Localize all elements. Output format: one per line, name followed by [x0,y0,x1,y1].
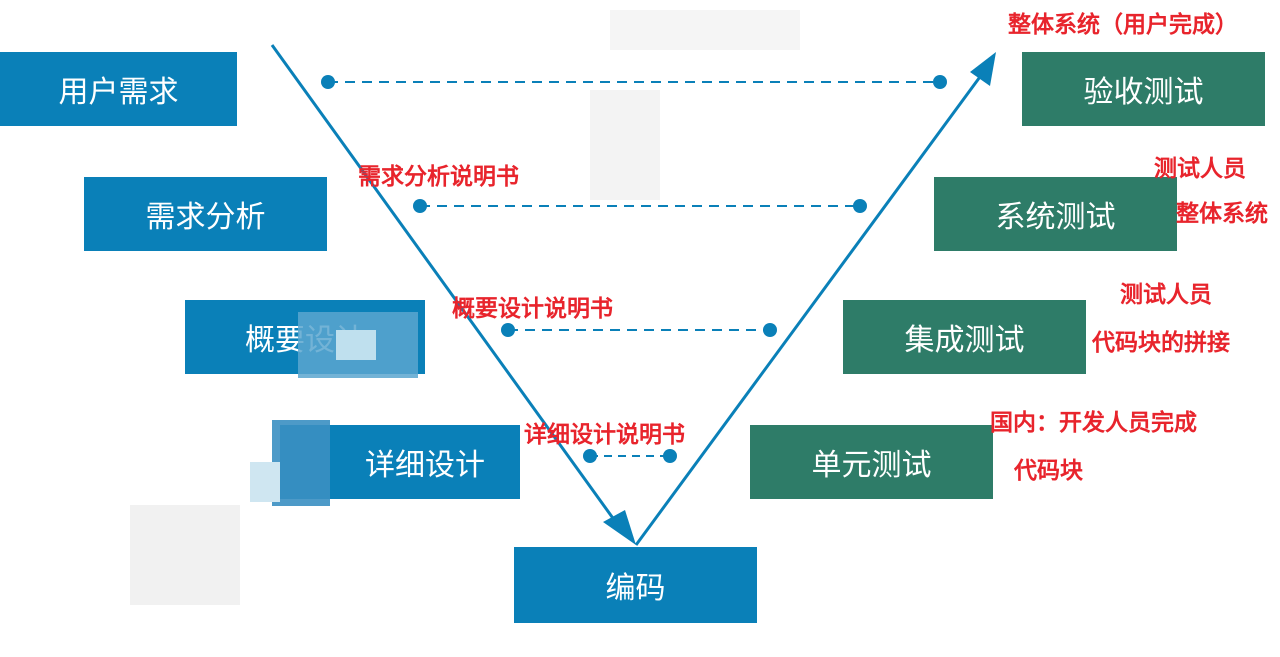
level-connector-system [413,199,867,213]
annotation-requirement-doc: 需求分析说明书 [358,164,519,190]
level-connector-integration [501,323,777,337]
test-unit: 单元测试 [750,425,993,499]
test-acceptance: 验收测试 [1022,52,1265,126]
annotation-acceptance-note: 整体系统（用户完成） [1008,12,1238,38]
ascending-arrowhead [970,52,996,86]
watermark-block [590,90,660,200]
test-system: 系统测试 [934,177,1177,251]
annotation-integration-note-1: 测试人员 [1120,282,1212,308]
annotation-system-note-1: 测试人员 [1154,156,1246,182]
watermark-block [336,330,376,360]
descending-arrow [270,44,622,529]
phase-user-requirements: 用户需求 [0,52,237,126]
level-connector-unit [583,449,677,463]
watermark-block [130,505,240,605]
annotation-outline-doc: 概要设计说明书 [452,296,613,322]
watermark-block [250,462,280,502]
phase-coding: 编码 [514,547,757,623]
annotation-unit-note-1: 国内：开发人员完成 [990,410,1197,436]
watermark-block [272,420,330,506]
annotation-unit-note-2: 代码块 [1014,458,1083,484]
watermark-block [610,10,800,50]
phase-requirement-analysis: 需求分析 [84,177,327,251]
annotation-system-note-2: 整体系统 [1176,201,1268,227]
ascending-arrow [634,69,987,546]
test-integration: 集成测试 [843,300,1086,374]
level-connector-acceptance [321,75,947,89]
annotation-detail-doc: 详细设计说明书 [524,422,685,448]
annotation-integration-note-2: 代码块的拼接 [1092,330,1230,356]
descending-arrowhead [603,510,636,545]
